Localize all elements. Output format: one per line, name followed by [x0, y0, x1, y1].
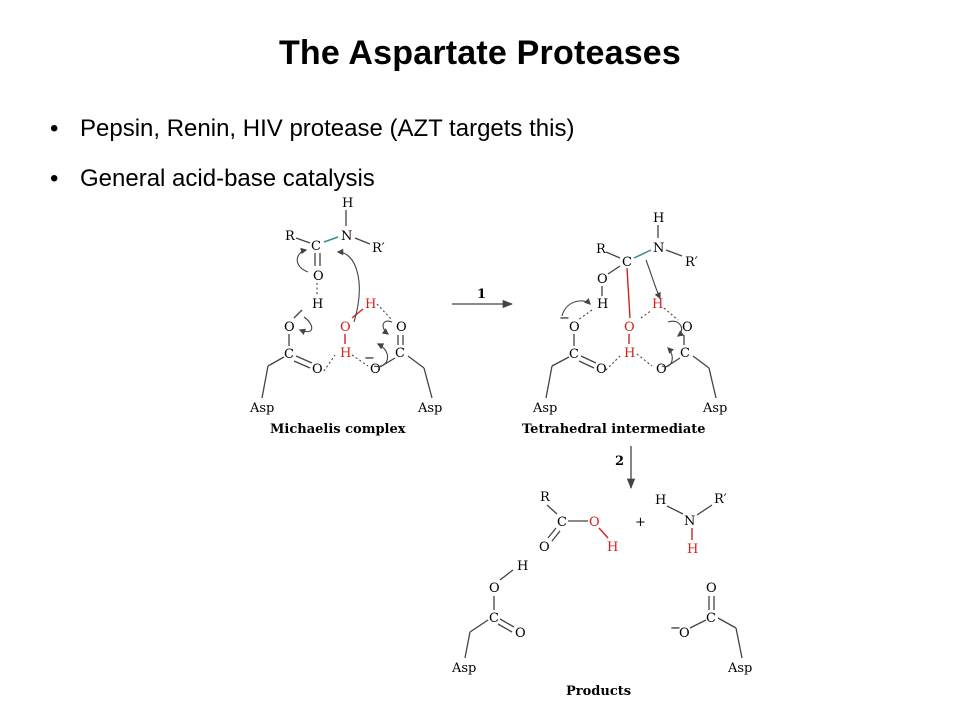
atom-o: O [569, 320, 580, 335]
atom-o-water: O [589, 515, 600, 530]
atom-o-water: O [624, 320, 635, 335]
atom-h-water: H [340, 346, 351, 361]
atom-h: H [312, 297, 323, 312]
atom-c: C [680, 346, 690, 361]
atom-h-water: H [607, 540, 618, 555]
atom-h-water: H [652, 297, 663, 312]
atom-c: C [489, 611, 499, 626]
bullet-glyph: • [50, 165, 59, 192]
step-1-label: 1 [477, 287, 486, 302]
atom-r-prime: R′ [685, 255, 698, 270]
atom-asp: Asp [417, 401, 442, 416]
atom-o: O [656, 362, 667, 377]
atom-asp: Asp [451, 661, 476, 676]
atom-o: O [682, 320, 693, 335]
atom-n: N [341, 229, 352, 244]
atom-c: C [706, 611, 716, 626]
atom-c-carbonyl: C [311, 239, 321, 254]
atom-o: O [370, 362, 381, 377]
atom-minus: − [559, 311, 570, 326]
atom-c: C [284, 347, 294, 362]
atom-minus: − [364, 351, 375, 366]
step-2-label: 2 [615, 454, 624, 469]
products: R C O H O + H N R′ H H O C O Asp O C [451, 490, 752, 699]
atom-minus: − [670, 621, 681, 636]
atom-o: O [539, 540, 550, 555]
caption-tetrahedral: Tetrahedral intermediate [522, 422, 706, 437]
atom-o: O [515, 626, 526, 641]
atom-r-prime: R′ [372, 241, 385, 256]
bullet-item-2: • General acid-base catalysis [50, 154, 574, 204]
bullet-text: General acid-base catalysis [80, 165, 375, 192]
atom-c: C [569, 347, 579, 362]
bullet-list: • Pepsin, Renin, HIV protease (AZT target… [50, 104, 574, 204]
atom-o: O [312, 362, 323, 377]
atom-r: R [596, 242, 607, 257]
atom-o: O [597, 272, 608, 287]
atom-c-tetrahedral: C [622, 255, 632, 270]
atom-c: C [395, 346, 405, 361]
michaelis-complex: H N R′ C R O H O C O Asp H O H O − [249, 196, 442, 437]
atom-h: H [342, 196, 353, 211]
atom-h-water: H [624, 346, 635, 361]
atom-asp: Asp [727, 661, 752, 676]
atom-r: R [540, 490, 551, 505]
atom-o-water: O [340, 320, 351, 335]
caption-michaelis: Michaelis complex [270, 422, 406, 437]
bullet-text: Pepsin, Renin, HIV protease (AZT targets… [80, 115, 575, 142]
atom-o: O [396, 320, 407, 335]
atom-o: O [596, 362, 607, 377]
bullet-glyph: • [50, 115, 59, 142]
reaction-arrow-2: 2 [615, 446, 636, 490]
atom-o: O [284, 320, 295, 335]
atom-r: R [285, 229, 296, 244]
atom-c: C [557, 515, 567, 530]
slide-title: The Aspartate Proteases [278, 34, 682, 72]
atom-o: O [313, 269, 324, 284]
plus-sign: + [635, 515, 646, 530]
atom-h-water: H [365, 297, 376, 312]
reaction-arrow-1: 1 [452, 287, 514, 309]
atom-o: O [706, 581, 717, 596]
atom-h: H [653, 211, 664, 226]
bullet-item-1: • Pepsin, Renin, HIV protease (AZT target… [50, 104, 574, 154]
atom-o: O [679, 626, 690, 641]
atom-h: H [517, 559, 528, 574]
atom-r-prime: R′ [714, 492, 727, 507]
atom-asp: Asp [249, 401, 274, 416]
atom-asp: Asp [702, 401, 727, 416]
atom-h: H [597, 297, 608, 312]
caption-products: Products [566, 684, 631, 699]
atom-n: N [653, 241, 664, 256]
atom-h-water: H [687, 542, 698, 557]
tetrahedral-intermediate: H N R′ C R O H O − C O Asp O H H O [522, 211, 727, 437]
atom-asp: Asp [532, 401, 557, 416]
atom-h: H [655, 493, 666, 508]
atom-n: N [684, 514, 695, 529]
atom-o: O [489, 581, 500, 596]
